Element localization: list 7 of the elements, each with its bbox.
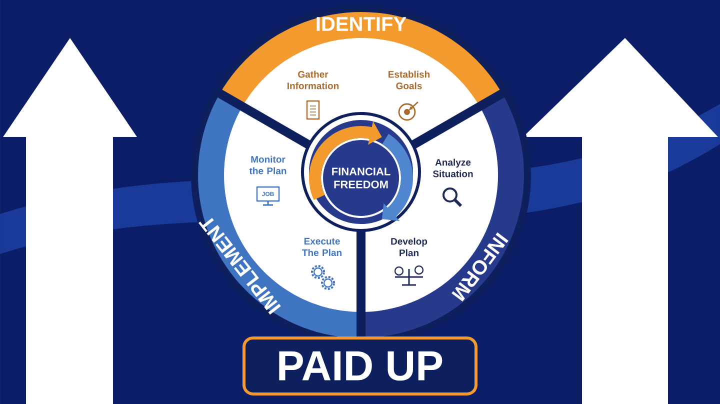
step-label: Execute The Plan [302, 238, 342, 256]
step-label: Analyze Situation [432, 158, 473, 178]
step-label: Gather Information [288, 70, 339, 90]
title-banner: PAID UP [242, 336, 478, 396]
step-label: Monitor the Plan [249, 156, 286, 174]
step-label: Develop Plan [391, 238, 428, 256]
step-label: Establish Goals [388, 70, 430, 90]
